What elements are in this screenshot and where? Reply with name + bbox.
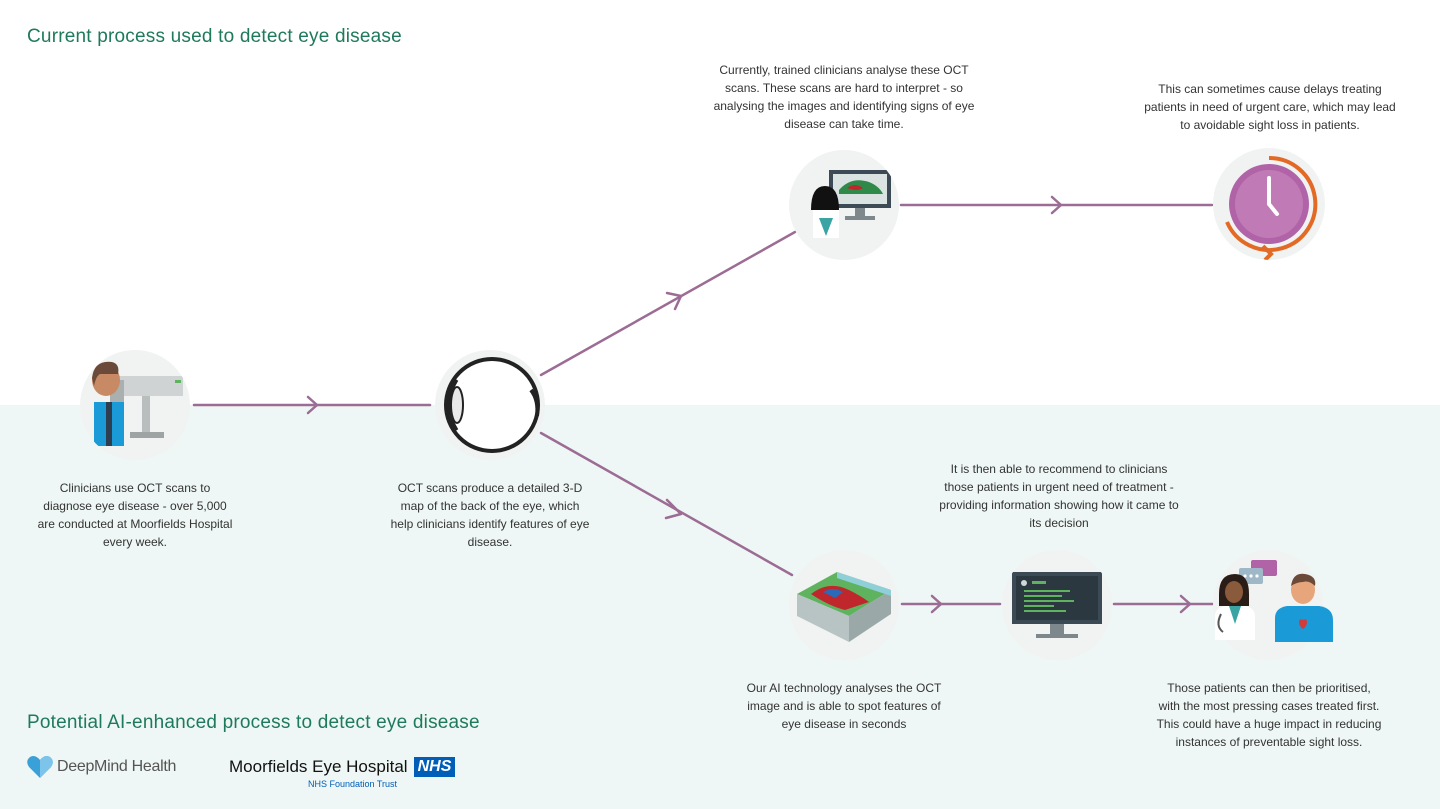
step-clinicians-analyse-text: Currently, trained clinicians analyse th… [713,63,975,131]
step-delays-text: This can sometimes cause delays treating… [1144,82,1396,132]
retina-3d-map-icon [789,550,899,660]
step-recommend-text: It is then able to recommend to clinicia… [939,462,1179,530]
ai-process-heading: Potential AI-enhanced process to detect … [27,712,480,733]
ai-process-band [0,405,1440,809]
nhs-badge: NHS [413,757,456,777]
clinician-monitor-icon [789,150,899,260]
moorfields-logo: Moorfields Eye Hospital NHS NHS Foundatio… [229,757,456,789]
moorfields-label: Moorfields Eye Hospital [229,757,408,776]
deepmind-heart-icon [27,756,53,778]
ai-terminal-icon [1002,550,1112,660]
current-process-heading: Current process used to detect eye disea… [27,26,402,47]
clock-delay-icon [1213,148,1325,260]
oct-scanner-icon [80,350,190,460]
step-3d-map-text: OCT scans produce a detailed 3-D map of … [390,481,590,549]
deepmind-health-label: DeepMind Health [57,758,177,775]
step-oct-scans-text: Clinicians use OCT scans to diagnose eye… [37,481,233,549]
deepmind-health-logo: DeepMind Health [27,755,176,779]
eye-cross-section-icon [435,350,545,460]
nhs-trust-label: NHS Foundation Trust [308,779,398,789]
step-ai-analyses-text: Our AI technology analyses the OCT image… [746,681,942,731]
doctor-patient-icon [1213,550,1333,660]
step-prioritised-text: Those patients can then be prioritised, … [1156,681,1382,749]
